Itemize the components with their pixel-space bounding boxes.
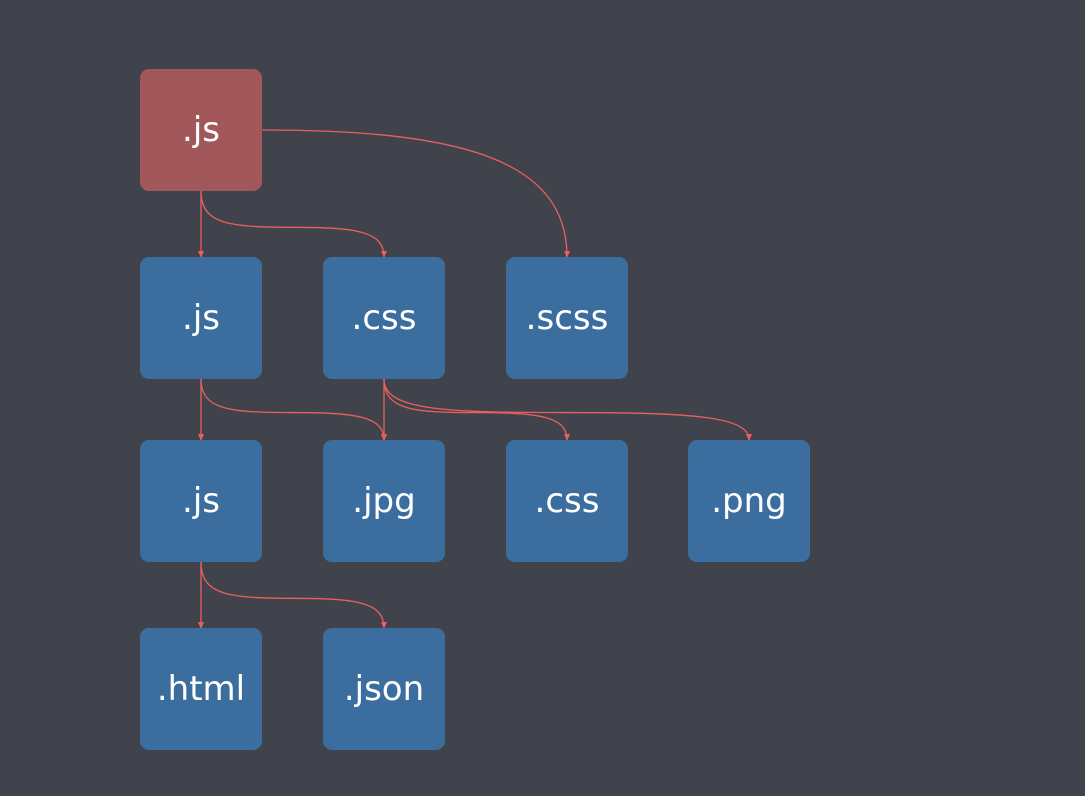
- node-label: .json: [343, 669, 425, 709]
- edge-js2-to-json: [200, 561, 387, 629]
- node-label: .js: [182, 298, 220, 338]
- entry-node-js[interactable]: .js: [140, 69, 262, 191]
- module-node-json[interactable]: .json: [323, 628, 445, 750]
- edge-js1-to-jpg: [200, 378, 387, 441]
- module-node-png[interactable]: .png: [688, 440, 810, 562]
- edge-root-to-scss: [261, 129, 570, 258]
- node-label: .scss: [525, 298, 609, 338]
- node-label: .png: [711, 481, 787, 521]
- node-label: .html: [156, 669, 246, 709]
- module-node-css[interactable]: .css: [323, 257, 445, 379]
- module-node-css[interactable]: .css: [506, 440, 628, 562]
- module-node-jpg[interactable]: .jpg: [323, 440, 445, 562]
- node-label: .jpg: [352, 481, 416, 521]
- node-label: .js: [182, 481, 220, 521]
- node-label: .css: [534, 481, 600, 521]
- edge-css1-to-css2: [383, 378, 570, 441]
- node-label: .css: [351, 298, 417, 338]
- edge-css1-to-png: [383, 378, 752, 441]
- module-node-html[interactable]: .html: [140, 628, 262, 750]
- module-node-scss[interactable]: .scss: [506, 257, 628, 379]
- module-node-js[interactable]: .js: [140, 440, 262, 562]
- node-label: .js: [182, 110, 220, 150]
- module-node-js[interactable]: .js: [140, 257, 262, 379]
- edge-root-to-css1: [200, 190, 387, 258]
